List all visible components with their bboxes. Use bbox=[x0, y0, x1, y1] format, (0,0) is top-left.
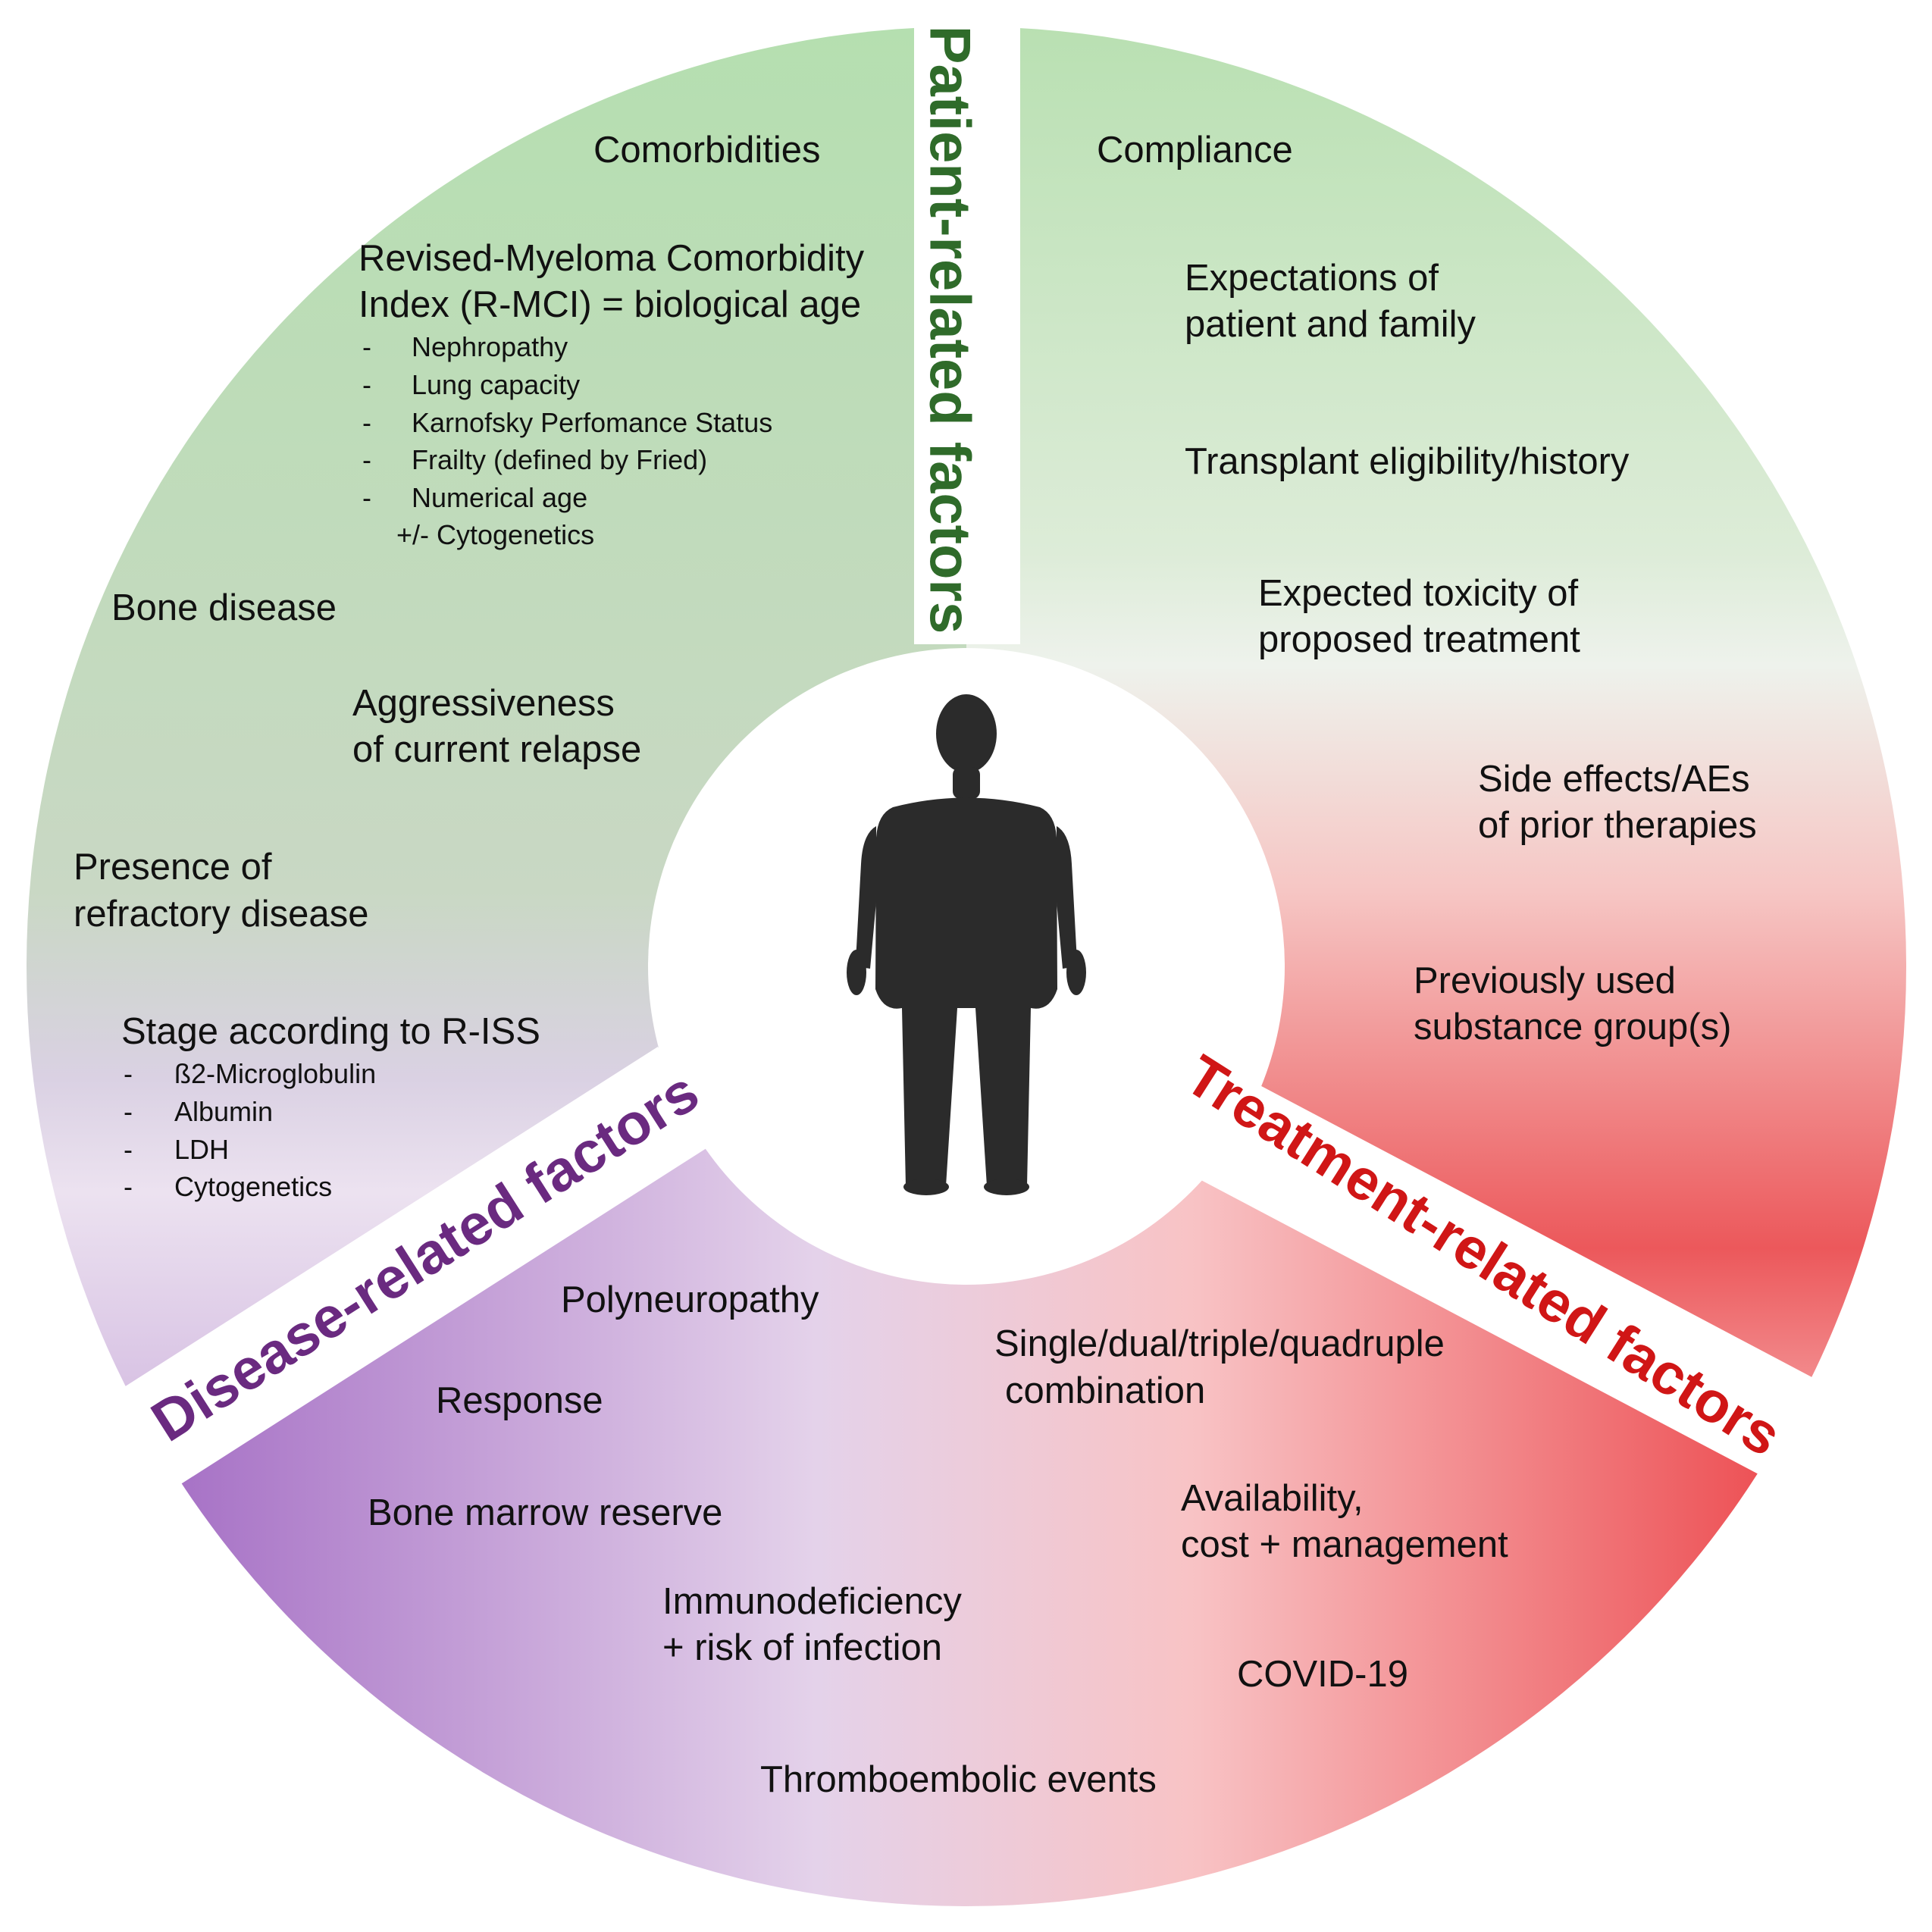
disease-divider-banner bbox=[110, 1047, 717, 1492]
riss-dash-3: - bbox=[124, 1134, 133, 1165]
immunodeficiency-line2: + risk of infection bbox=[662, 1627, 942, 1668]
aggressiveness-line2: of current relapse bbox=[352, 729, 641, 770]
patient-factors-title: Patient-related factors bbox=[918, 26, 982, 634]
rmci-dash-3: - bbox=[362, 407, 371, 438]
riss-dash-2: - bbox=[124, 1096, 133, 1127]
rmci-item-frailty: Frailty (defined by Fried) bbox=[412, 444, 707, 475]
rmci-dash-4: - bbox=[362, 444, 371, 475]
treatment-divider-banner bbox=[1128, 1047, 1846, 1489]
rmci-dash-1: - bbox=[362, 331, 371, 362]
riss-dash-1: - bbox=[124, 1058, 133, 1089]
availability-line2: cost + management bbox=[1181, 1524, 1508, 1565]
thromboembolic-label: Thromboembolic events bbox=[760, 1759, 1157, 1800]
aggressiveness-line1: Aggressiveness bbox=[352, 683, 615, 724]
bone-marrow-label: Bone marrow reserve bbox=[368, 1492, 722, 1533]
patient-divider-banner bbox=[914, 15, 1020, 644]
human-body-silhouette-icon bbox=[847, 694, 1086, 1195]
availability-line1: Availability, bbox=[1181, 1478, 1364, 1519]
side-effects-line2: of prior therapies bbox=[1478, 805, 1757, 846]
rmci-item-nephropathy: Nephropathy bbox=[412, 331, 568, 362]
refractory-line1: Presence of bbox=[74, 847, 272, 888]
riss-item-b2-microglobulin: ß2-Microglobulin bbox=[174, 1058, 376, 1089]
expectations-line2: patient and family bbox=[1185, 304, 1476, 345]
rmci-item-karnofsky: Karnofsky Perfomance Status bbox=[412, 407, 772, 438]
rmci-item-numerical-age: Numerical age bbox=[412, 482, 587, 513]
covid-label: COVID-19 bbox=[1237, 1654, 1408, 1695]
refractory-line2: refractory disease bbox=[74, 894, 368, 935]
expectations-line1: Expectations of bbox=[1185, 258, 1439, 299]
rmci-title-line2: Index (R-MCI) = biological age bbox=[359, 284, 861, 325]
previous-substance-line2: substance group(s) bbox=[1414, 1007, 1731, 1047]
immunodeficiency-line1: Immunodeficiency bbox=[662, 1581, 962, 1622]
riss-item-ldh: LDH bbox=[174, 1134, 229, 1165]
rmci-cytogenetics: +/- Cytogenetics bbox=[396, 519, 594, 550]
rmci-dash-2: - bbox=[362, 369, 371, 400]
disease-treatment-sector bbox=[27, 966, 1906, 1906]
side-effects-line1: Side effects/AEs bbox=[1478, 759, 1750, 800]
rmci-item-lung-capacity: Lung capacity bbox=[412, 369, 580, 400]
riss-title: Stage according to R-ISS bbox=[121, 1011, 540, 1052]
riss-dash-4: - bbox=[124, 1171, 133, 1202]
previous-substance-line1: Previously used bbox=[1414, 960, 1676, 1001]
rmci-title-line1: Revised-Myeloma Comorbidity bbox=[359, 238, 865, 279]
comorbidities-label: Comorbidities bbox=[593, 130, 821, 171]
riss-item-cytogenetics: Cytogenetics bbox=[174, 1171, 332, 1202]
combination-line2: combination bbox=[1005, 1370, 1205, 1411]
rmci-dash-5: - bbox=[362, 482, 371, 513]
toxicity-line2: proposed treatment bbox=[1258, 619, 1580, 660]
bone-disease-label: Bone disease bbox=[111, 587, 337, 628]
combination-line1: Single/dual/triple/quadruple bbox=[994, 1323, 1445, 1364]
response-label: Response bbox=[436, 1380, 603, 1421]
toxicity-line1: Expected toxicity of bbox=[1258, 573, 1579, 614]
riss-item-albumin: Albumin bbox=[174, 1096, 273, 1127]
transplant-label: Transplant eligibility/history bbox=[1185, 441, 1630, 482]
polyneuropathy-label: Polyneuropathy bbox=[561, 1279, 819, 1320]
compliance-label: Compliance bbox=[1097, 130, 1293, 171]
